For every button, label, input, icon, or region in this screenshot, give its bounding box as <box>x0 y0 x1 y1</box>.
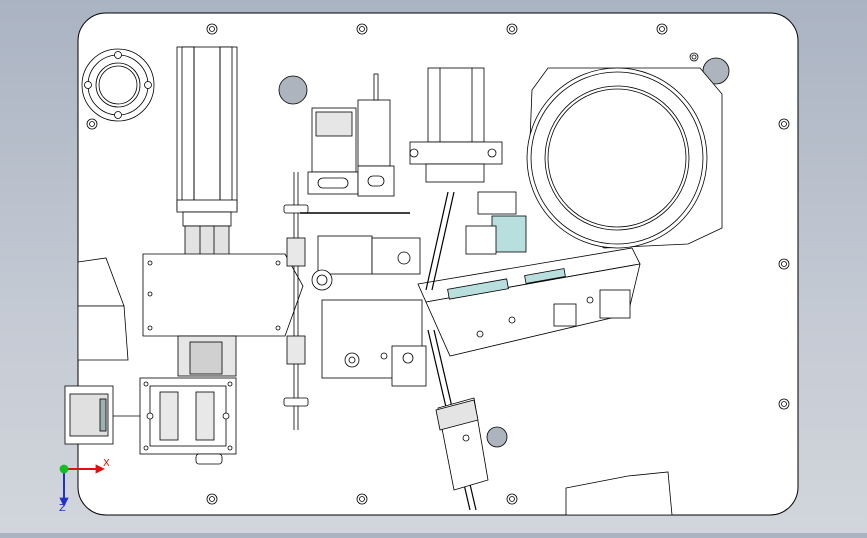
linear-module-left[interactable] <box>176 46 238 257</box>
plate-holes <box>278 57 730 448</box>
center-mechanism[interactable] <box>311 235 427 387</box>
carriage-plate[interactable] <box>142 253 304 377</box>
screw-icon <box>778 258 790 270</box>
x-axis-label: X <box>103 458 110 469</box>
screw-icon <box>206 23 218 35</box>
screw-icon <box>689 52 699 62</box>
screw-icon <box>356 23 368 35</box>
z-axis-label: Z <box>59 503 66 514</box>
screw-icon <box>778 398 790 410</box>
screw-icon <box>506 23 518 35</box>
clamp-block[interactable] <box>64 377 237 465</box>
screw-icon <box>778 118 790 130</box>
side-bracket <box>77 257 129 361</box>
lower-actuator[interactable] <box>435 397 489 491</box>
mounting-screws <box>86 23 790 505</box>
screw-icon <box>86 118 98 130</box>
coordinate-triad <box>59 464 105 507</box>
screw-icon <box>356 493 368 505</box>
bearing-flange[interactable] <box>81 48 155 122</box>
screw-icon <box>656 23 668 35</box>
gripper-bracket[interactable] <box>425 191 527 291</box>
top-actuator[interactable] <box>409 67 503 183</box>
screw-icon <box>206 493 218 505</box>
vertical-shaft[interactable] <box>283 172 410 430</box>
screw-icon <box>506 493 518 505</box>
feed-track[interactable] <box>417 247 641 357</box>
bowl-feeder[interactable] <box>526 67 723 249</box>
motor-units[interactable] <box>307 73 395 197</box>
wedge-block <box>565 471 673 516</box>
